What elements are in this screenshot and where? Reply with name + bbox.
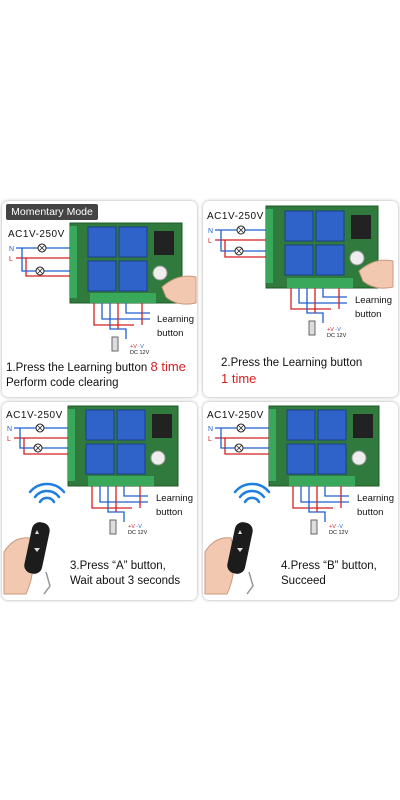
fuse-icon (111, 336, 119, 352)
step-3-panel: AC1V-250V N L (2, 402, 197, 600)
step-4-panel: AC1V-250V N L (203, 402, 398, 600)
lamp-icon (236, 225, 246, 235)
terminal-block-bottom (90, 293, 156, 303)
wireless-signal-icon (233, 482, 271, 504)
hand-icon (161, 275, 197, 305)
svg-text:N: N (208, 228, 213, 235)
relay-modules (87, 226, 148, 292)
wiring-diagram: N L (208, 205, 394, 336)
wiring-diagram: N L (9, 222, 197, 352)
svg-text:L: L (7, 436, 11, 443)
voltage-label: AC1V-250V (207, 211, 264, 222)
relay-modules (85, 409, 146, 475)
lamp-icon (35, 266, 45, 276)
module-chip (154, 231, 174, 255)
remote-control-icon (227, 522, 254, 595)
step-2-caption: 2.Press the Learning button 1 time (221, 357, 363, 386)
svg-text:N: N (7, 426, 12, 433)
hand-icon (358, 259, 394, 289)
step-1-caption: 1.Press the Learning button 8 time Perfo… (6, 359, 186, 389)
fuse-icon (310, 519, 318, 535)
voltage-label: AC1V-250V (6, 410, 63, 421)
relay-modules (286, 409, 347, 475)
lamp-icon (236, 423, 246, 433)
wiring-diagram: N L (204, 405, 380, 595)
lamp-icon (37, 243, 47, 253)
fuse-icon (109, 519, 117, 535)
voltage-label: AC1V-250V (207, 410, 264, 421)
lamp-icon (234, 443, 244, 453)
step-3-caption: 3.Press “A” button, Wait about 3 seconds (70, 560, 181, 587)
wireless-signal-icon (28, 482, 66, 504)
svg-text:L: L (208, 436, 212, 443)
wiring-diagram: N L (3, 405, 179, 595)
remote-control-icon (24, 522, 51, 595)
voltage-label: AC1V-250V (8, 229, 65, 240)
antenna-coil (152, 265, 168, 281)
neutral-label: N (9, 246, 14, 253)
svg-text:N: N (208, 426, 213, 433)
fuse-icon (308, 320, 316, 336)
relay-modules (284, 210, 345, 276)
step-4-caption: 4.Press “B” button, Succeed (281, 560, 377, 587)
lamp-icon (33, 443, 43, 453)
hand-icon (204, 537, 235, 595)
svg-text:L: L (208, 238, 212, 245)
terminal-block-left (70, 226, 77, 298)
lamp-icon (234, 246, 244, 256)
mode-badge: Momentary Mode (6, 204, 98, 220)
lamp-icon (35, 423, 45, 433)
live-label: L (9, 256, 13, 263)
